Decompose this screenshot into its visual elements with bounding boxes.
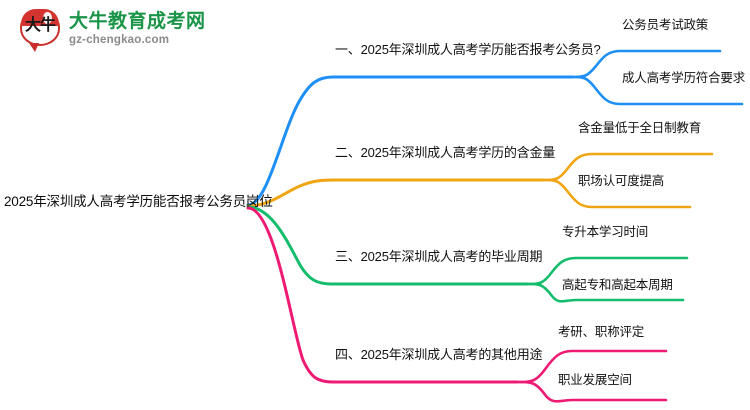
brand-mark-glyph: 大牛 (24, 17, 56, 34)
branch-1-stem (246, 75, 574, 207)
brand-mark-icon: 大牛 (18, 8, 62, 52)
branch-4-stem (246, 206, 519, 384)
leaf-node-4-1[interactable]: 考研、职称评定 (558, 325, 645, 339)
branch-3-fork-lower (525, 282, 685, 303)
branch-node-1[interactable]: 一、2025年深圳成人高考学历能否报考公务员? (335, 42, 601, 57)
leaf-node-4-2[interactable]: 职业发展空间 (558, 373, 632, 387)
leaf-node-3-2[interactable]: 高起专和高起本周期 (562, 278, 673, 292)
branch-2-fork-lower (541, 178, 692, 209)
leaf-node-2-2[interactable]: 职场认可度提高 (578, 174, 665, 188)
branch-3-stem (246, 205, 529, 286)
leaf-node-1-2[interactable]: 成人高考学历符合要求 (622, 71, 746, 85)
branch-node-2[interactable]: 二、2025年深圳成人高考学历的含金量 (335, 145, 556, 160)
branch-node-3[interactable]: 三、2025年深圳成人高考的毕业周期 (335, 249, 543, 264)
branch-1-fork-lower (570, 75, 744, 106)
site-logo: 大牛 大牛教育成考网 gz-chengkao.com (18, 8, 206, 52)
brand-title: 大牛教育成考网 (69, 11, 206, 32)
leaf-node-3-1[interactable]: 专升本学习时间 (562, 225, 649, 239)
branch-4-fork-lower (515, 380, 668, 403)
branch-2-stem (246, 178, 545, 208)
mindmap-root-node[interactable]: 2025年深圳成人高考学历能否报考公务员岗位 (4, 194, 273, 209)
brand-text: 大牛教育成考网 gz-chengkao.com (69, 11, 206, 47)
leaf-node-2-1[interactable]: 含金量低于全日制教育 (578, 121, 702, 135)
branch-node-4[interactable]: 四、2025年深圳成人高考的其他用途 (335, 347, 543, 362)
brand-domain: gz-chengkao.com (69, 34, 170, 46)
leaf-node-1-1[interactable]: 公务员考试政策 (622, 18, 709, 32)
